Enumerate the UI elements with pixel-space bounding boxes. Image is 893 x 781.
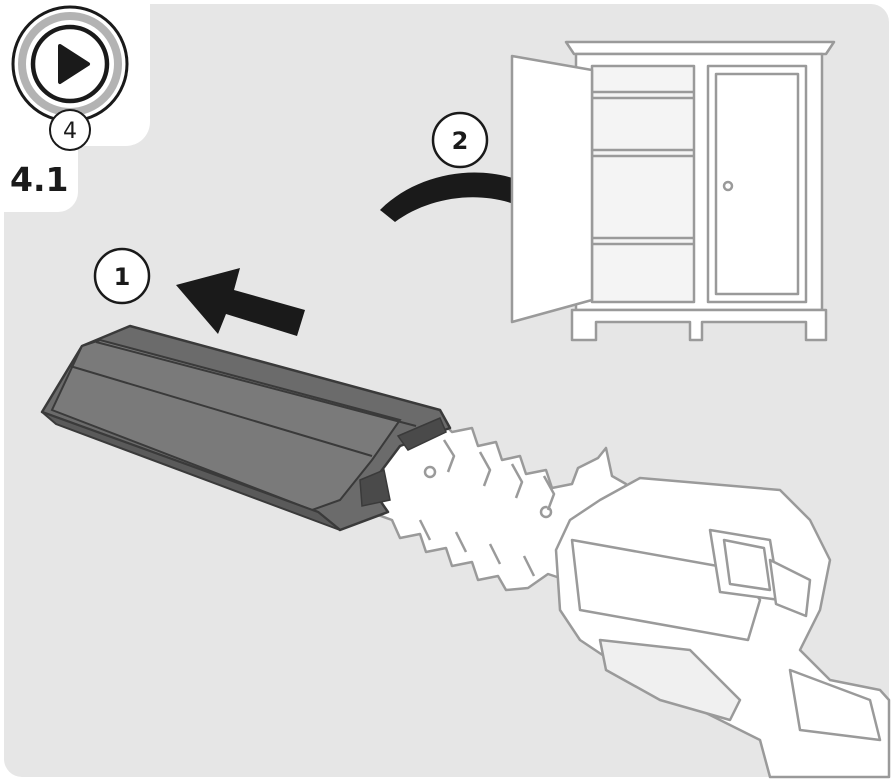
callout-1-number: 1	[114, 263, 131, 291]
callout-2-number: 2	[452, 127, 469, 155]
play-icon	[58, 44, 90, 84]
step-label: 4.1	[10, 160, 69, 199]
callout-1: 1	[93, 247, 151, 305]
trimmer-body	[554, 476, 891, 779]
blade-cover	[40, 324, 452, 532]
step-tab	[0, 140, 78, 212]
video-number: 4	[63, 119, 77, 144]
straight-arrow	[176, 268, 305, 336]
video-badge[interactable]: 4	[11, 5, 129, 151]
video-number-circle	[49, 109, 91, 151]
callout-2: 2	[431, 111, 489, 169]
cupboard-illustration	[510, 40, 836, 342]
